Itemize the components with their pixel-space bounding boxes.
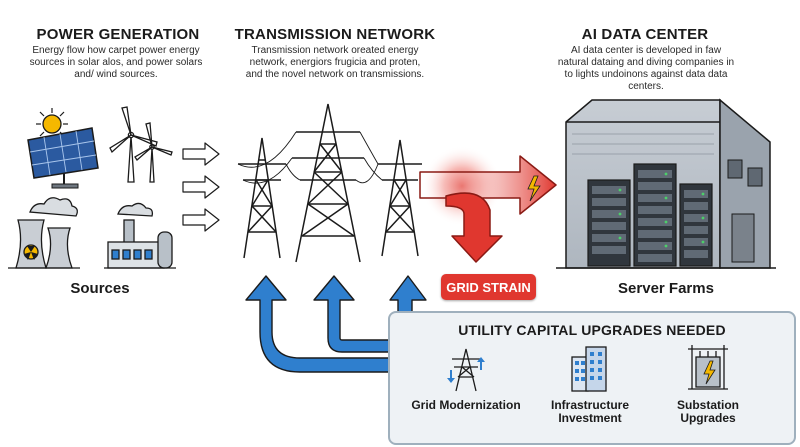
- server-rack-icon: [587, 163, 713, 267]
- factory-icon: [104, 202, 176, 269]
- ai-data-center-description: AI data center is developed in faw natur…: [557, 45, 735, 92]
- solar-panel-icon: [27, 127, 99, 189]
- infrastructure-investment-label: Infrastructure Investment: [550, 398, 630, 425]
- transmission-network-description: Transmission network oreated energy netw…: [245, 45, 425, 80]
- utility-upgrades-title: UTILITY CAPITAL UPGRADES NEEDED: [458, 322, 726, 338]
- grid-strain-arrows: [419, 146, 557, 263]
- transmission-network-title: TRANSMISSION NETWORK: [234, 26, 436, 43]
- wind-turbine-icon: [109, 106, 173, 183]
- power-generation-title: POWER GENERATION: [36, 26, 200, 43]
- grid-modernization-label: Grid Modernization: [411, 398, 521, 412]
- flow-arrows: [182, 142, 220, 232]
- nuclear-plant-icon: [8, 197, 80, 269]
- substation-upgrades-label: Substation Upgrades: [677, 398, 739, 425]
- transmission-tower-icon: [237, 103, 422, 263]
- buildings-icon: [571, 346, 607, 392]
- substation-icon: [688, 345, 728, 390]
- grid-strain-badge: GRID STRAIN: [441, 274, 536, 300]
- server-farms-label: Server Farms: [618, 280, 714, 297]
- ai-data-center-title: AI DATA CENTER: [581, 26, 709, 43]
- sources-label: Sources: [70, 280, 130, 297]
- utility-upgrades-panel: UTILITY CAPITAL UPGRADES NEEDED: [388, 311, 796, 445]
- tower-arrows-icon: [447, 348, 485, 392]
- power-generation-description: Energy flow how carpet power energy sour…: [29, 45, 203, 80]
